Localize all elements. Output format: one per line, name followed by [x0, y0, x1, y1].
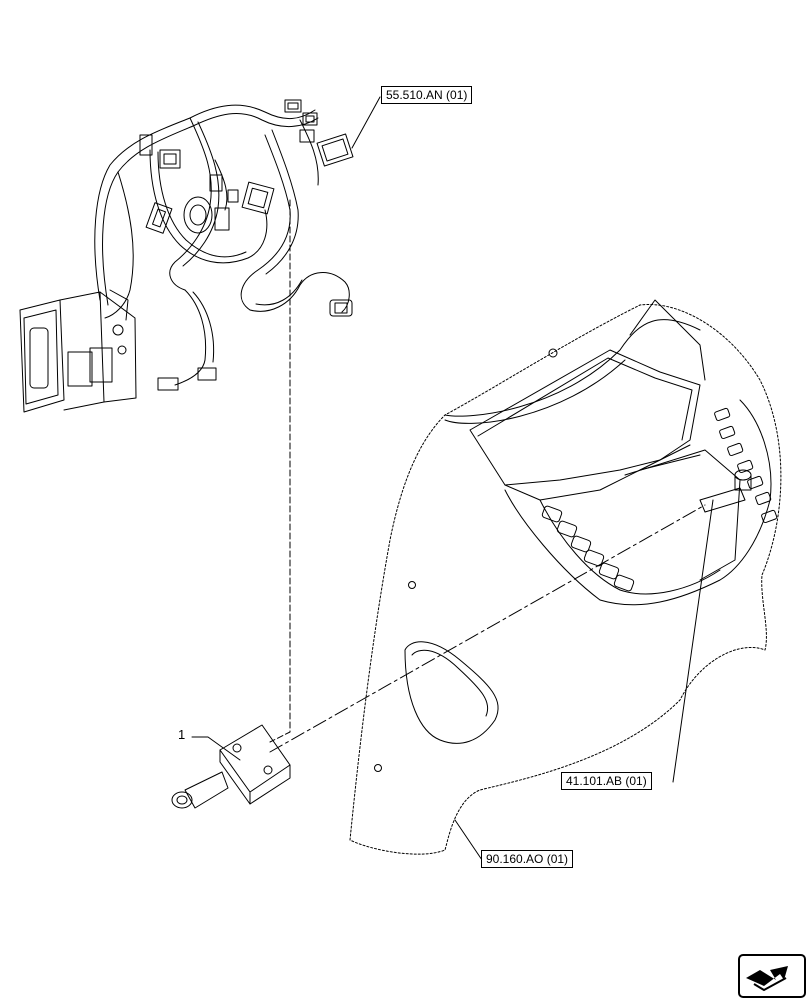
harness-ref-leader — [351, 96, 381, 149]
mount-hole-upper — [408, 581, 416, 589]
console-control-ref-leader — [672, 499, 714, 783]
item-1-leader — [191, 736, 241, 761]
front-switch-cluster — [541, 505, 635, 592]
console-control-reference-link[interactable]: 41.101.AB (01) — [561, 772, 652, 790]
wiring-harness — [19, 99, 354, 413]
mount-hole-lower — [374, 764, 382, 772]
console-panel-ref-leader — [454, 819, 483, 861]
harness-leader-line — [269, 199, 291, 743]
item-1-callout: 1 — [178, 727, 186, 742]
harness-reference-link[interactable]: 55.510.AN (01) — [381, 86, 473, 104]
console-leader-line — [269, 504, 706, 753]
side-switch-cluster — [714, 407, 778, 524]
page-turn-button[interactable] — [738, 954, 806, 998]
console-panel — [349, 299, 782, 855]
item-1-joystick — [171, 724, 291, 809]
console-joystick — [699, 469, 752, 513]
console-panel-reference-link[interactable]: 90.160.AO (01) — [481, 850, 574, 868]
page-turn-arrow-icon — [746, 966, 788, 992]
side-cutout — [404, 641, 499, 744]
